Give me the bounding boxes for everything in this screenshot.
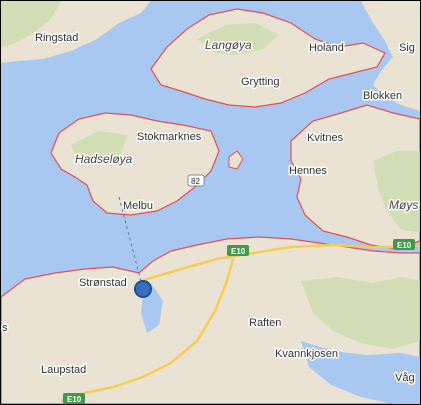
place-hennes: Hennes [289, 165, 327, 177]
place-grytting: Grytting [241, 76, 280, 88]
place-stronstad: Strønstad [79, 277, 127, 289]
place-holand: Holand [309, 42, 344, 54]
place-langoya: Langøya [205, 38, 252, 52]
place-edge-s: s [2, 322, 8, 334]
road-sign-e10-center [227, 245, 249, 256]
place-melbu: Melbu [123, 200, 153, 212]
landmass-hinnoya-green [373, 151, 420, 233]
road-sign-e10-bottom [63, 393, 85, 404]
island-hadseloya-green [71, 131, 127, 161]
road-sign-e10-right [393, 239, 415, 250]
road-sign-82-label: 82 [191, 177, 200, 186]
road-sign-e10-bottom-label: E10 [67, 395, 82, 404]
place-stokmarknes: Stokmarknes [137, 131, 202, 143]
place-ringstad: Ringstad [35, 32, 78, 44]
road-e10 [140, 243, 420, 283]
landmass-northeast [361, 1, 420, 111]
road-e10-south [60, 258, 235, 403]
location-marker-icon[interactable] [134, 280, 152, 298]
place-kvannkjosen: Kvannkjosen [275, 348, 338, 360]
place-laupstad: Laupstad [41, 364, 86, 376]
place-vag: Våg [395, 372, 415, 384]
place-raften: Raften [249, 317, 281, 329]
landmass-south-green [301, 277, 420, 349]
landmass-northwest-green [1, 1, 61, 47]
place-hadseloya: Hadseløya [75, 152, 133, 166]
road-sign-82 [187, 174, 205, 187]
ferry-route [118, 196, 144, 290]
place-kvitnes: Kvitnes [307, 132, 344, 144]
place-moys: Møys [389, 198, 418, 212]
island-langoya-green [197, 23, 279, 55]
road-sign-e10-right-label: E10 [397, 241, 412, 250]
road-sign-e10-center-label: E10 [231, 247, 246, 256]
place-sig: Sig [399, 42, 415, 54]
islet-center [228, 150, 244, 170]
place-blokken: Blokken [363, 90, 402, 102]
fjord-east [301, 341, 420, 404]
